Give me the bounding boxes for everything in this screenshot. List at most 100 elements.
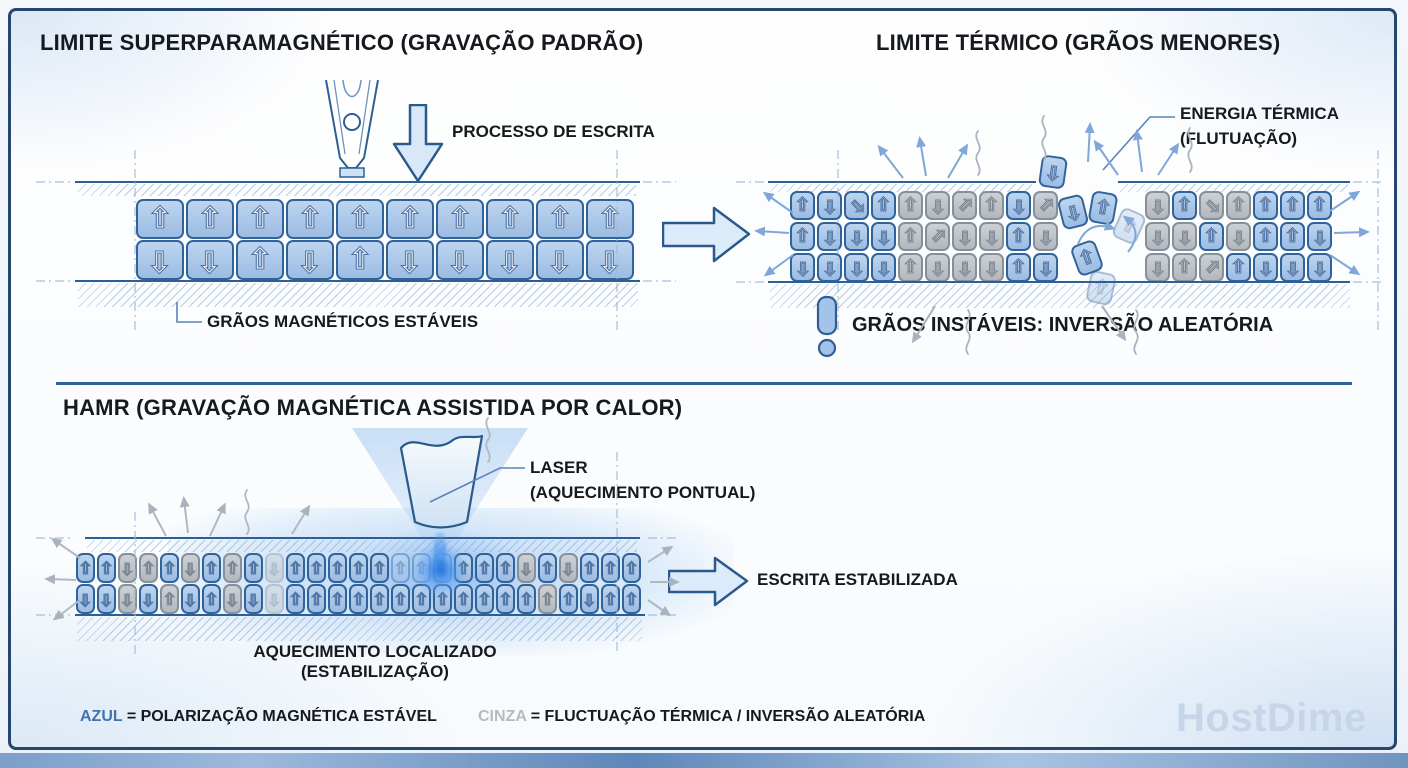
grain: ⇧ xyxy=(265,584,284,614)
grain: ⇧ xyxy=(559,553,578,583)
substrate-hatch xyxy=(770,284,1350,308)
grain: ⇧ xyxy=(790,191,815,220)
grain: ⇧ xyxy=(1198,191,1225,220)
grain: ⇧ xyxy=(979,222,1004,251)
legend-blue: AZUL = POLARIZAÇÃO MAGNÉTICA ESTÁVEL xyxy=(80,708,437,726)
grain: ⇧ xyxy=(871,191,896,220)
grain: ⇧ xyxy=(391,553,410,583)
unstable-grain-grid-right: ⇧⇧⇧⇧⇧⇧⇧⇧⇧⇧⇧⇧⇧⇧⇧⇧⇧⇧⇧⇧⇧ xyxy=(1145,191,1332,282)
grain: ⇧ xyxy=(236,199,284,239)
grain: ⇧ xyxy=(538,553,557,583)
legend-gray-desc: = FLUCTUAÇÃO TÉRMICA / INVERSÃO ALEATÓRI… xyxy=(530,708,926,725)
grain: ⇧ xyxy=(817,253,842,282)
grain: ⇧ xyxy=(286,240,334,280)
grain: ⇧ xyxy=(265,553,284,583)
grain: ⇧ xyxy=(586,240,634,280)
grain: ⇧ xyxy=(898,253,923,282)
grain: ⇧ xyxy=(386,199,434,239)
grain: ⇧ xyxy=(517,553,536,583)
grain: ⇧ xyxy=(925,253,950,282)
grain: ⇧ xyxy=(370,584,389,614)
grain: ⇧ xyxy=(1253,253,1278,282)
grain: ⇧ xyxy=(97,553,116,583)
grain: ⇧ xyxy=(436,199,484,239)
grain: ⇧ xyxy=(844,222,869,251)
grain: ⇧ xyxy=(118,584,137,614)
grain: ⇧ xyxy=(1006,253,1031,282)
grain: ⇧ xyxy=(244,584,263,614)
grain: ⇧ xyxy=(475,553,494,583)
grain: ⇧ xyxy=(844,253,869,282)
laser-label-1: LASER xyxy=(530,458,588,477)
grain-row: ⇧⇧⇧⇧⇧⇧⇧⇧⇧⇧ xyxy=(136,240,634,280)
grain: ⇧ xyxy=(1172,191,1197,220)
hamr-grain-grid: ⇧⇧⇧⇧⇧⇧⇧⇧⇧⇧⇧⇧⇧⇧⇧⇧⇧⇧⇧⇧⇧⇧⇧⇧⇧⇧⇧⇧⇧⇧⇧⇧⇧⇧⇧⇧⇧⇧⇧⇧… xyxy=(76,553,641,614)
grain: ⇧ xyxy=(1307,191,1332,220)
grain: ⇧ xyxy=(1307,222,1332,251)
grain: ⇧ xyxy=(202,553,221,583)
grain: ⇧ xyxy=(622,553,641,583)
legend-gray-term: CINZA xyxy=(478,708,527,725)
grain: ⇧ xyxy=(790,253,815,282)
legend-blue-term: AZUL xyxy=(80,708,123,725)
grain: ⇧ xyxy=(496,584,515,614)
grain: ⇧ xyxy=(586,199,634,239)
grain: ⇧ xyxy=(924,222,951,251)
grain: ⇧ xyxy=(76,553,95,583)
grain: ⇧ xyxy=(336,240,384,280)
grain: ⇧ xyxy=(1033,222,1058,251)
panel2-title: LIMITE TÉRMICO (GRÃOS MENORES) xyxy=(876,30,1281,55)
grain: ⇧ xyxy=(328,553,347,583)
grain: ⇧ xyxy=(898,191,923,220)
grain: ⇧ xyxy=(436,240,484,280)
write-process-label: PROCESSO DE ESCRITA xyxy=(452,122,655,141)
grain: ⇧ xyxy=(1226,191,1251,220)
grain: ⇧ xyxy=(181,553,200,583)
grain: ⇧ xyxy=(328,584,347,614)
grain: ⇧ xyxy=(790,222,815,251)
grain: ⇧ xyxy=(951,191,978,220)
grain: ⇧ xyxy=(186,199,234,239)
grain: ⇧ xyxy=(1033,253,1058,282)
grain-row: ⇧⇧⇧⇧⇧⇧⇧⇧⇧⇧ xyxy=(790,191,1059,220)
media-surface-line xyxy=(85,537,640,539)
grain: ⇧ xyxy=(223,584,242,614)
grain: ⇧ xyxy=(336,199,384,239)
grain-row: ⇧⇧⇧⇧⇧⇧⇧ xyxy=(1145,222,1332,251)
media-bottom-line xyxy=(768,281,1350,283)
media-surface-line xyxy=(1118,181,1350,183)
grain: ⇧ xyxy=(1172,253,1197,282)
grain: ⇧ xyxy=(871,222,896,251)
grain-row: ⇧⇧⇧⇧⇧⇧⇧ xyxy=(1145,191,1332,220)
grain: ⇧ xyxy=(536,240,584,280)
media-hatch xyxy=(1120,184,1348,192)
grain: ⇧ xyxy=(622,584,641,614)
heating-label-line2: (ESTABILIZAÇÃO) xyxy=(301,662,449,681)
substrate-hatch xyxy=(77,617,642,641)
hamr-title: HAMR (GRAVAÇÃO MAGNÉTICA ASSISTIDA POR C… xyxy=(63,395,683,420)
grain: ⇧ xyxy=(139,553,158,583)
grain: ⇧ xyxy=(898,222,923,251)
grain: ⇧ xyxy=(486,240,534,280)
grain: ⇧ xyxy=(925,191,950,220)
grain: ⇧ xyxy=(1145,222,1170,251)
grain-row: ⇧⇧⇧⇧⇧⇧⇧ xyxy=(1145,253,1332,282)
grain: ⇧ xyxy=(202,584,221,614)
stabilized-write-label: ESCRITA ESTABILIZADA xyxy=(757,570,958,589)
grain: ⇧ xyxy=(349,584,368,614)
grain-row: ⇧⇧⇧⇧⇧⇧⇧⇧⇧⇧ xyxy=(790,222,1058,251)
grain: ⇧ xyxy=(843,191,870,220)
stable-grains-label: GRÃOS MAGNÉTICOS ESTÁVEIS xyxy=(207,312,479,331)
section-divider xyxy=(56,382,1352,385)
grain: ⇧ xyxy=(391,584,410,614)
grain: ⇧ xyxy=(1037,154,1069,190)
grain: ⇧ xyxy=(601,553,620,583)
grain: ⇧ xyxy=(979,253,1004,282)
grain: ⇧ xyxy=(1253,191,1278,220)
grain: ⇧ xyxy=(1280,191,1305,220)
grain: ⇧ xyxy=(136,240,184,280)
grain: ⇧ xyxy=(517,584,536,614)
grain: ⇧ xyxy=(139,584,158,614)
grain: ⇧ xyxy=(475,584,494,614)
